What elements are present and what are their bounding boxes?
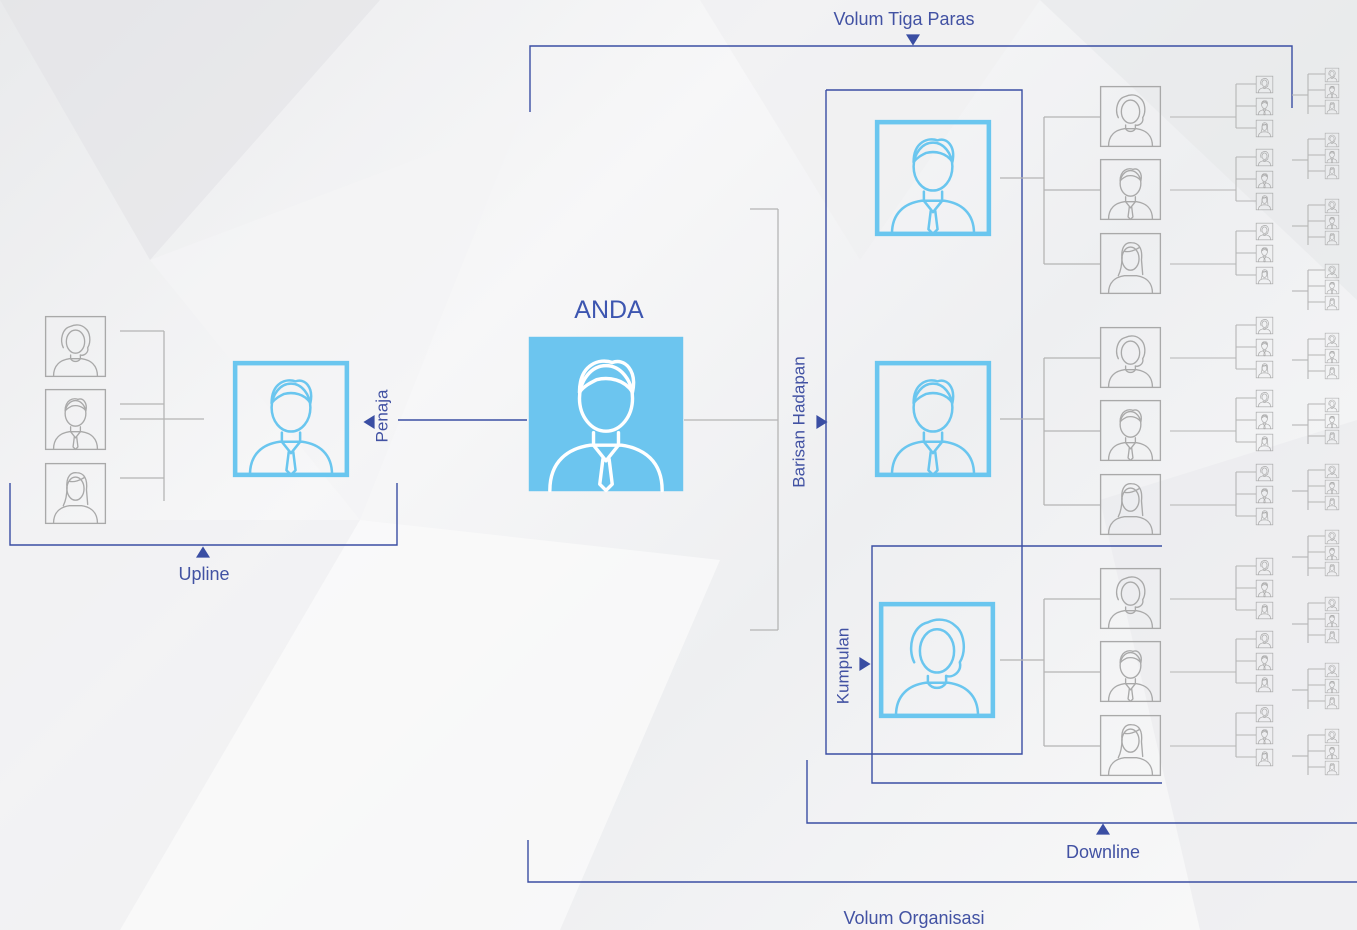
downline-female-curly-person-icon (1099, 326, 1162, 389)
level3-female-curly-person-icon (1255, 389, 1274, 408)
level4-male-person-icon (1324, 479, 1340, 495)
level4-female-curly-person-icon (1324, 728, 1340, 744)
level3-male-person-icon (1255, 485, 1274, 504)
downline-male-person-icon (1099, 640, 1162, 703)
level3-female-long-hair-person-icon (1255, 433, 1274, 452)
volum-organisasi-bracket (527, 840, 1357, 883)
upline-male-person-icon (44, 388, 107, 451)
level4-female-long-hair-person-icon (1324, 295, 1340, 311)
downline-male-person-icon (1099, 158, 1162, 221)
group-label: Kumpulan (833, 627, 853, 705)
level4-male-person-icon (1324, 83, 1340, 99)
sponsor-arrow (363, 415, 375, 429)
downline-label: Downline (1065, 842, 1141, 862)
level4-male-person-icon (1324, 148, 1340, 164)
level4-female-curly-person-icon (1324, 198, 1340, 214)
level3-female-long-hair-person-icon (1255, 192, 1274, 211)
level3-female-long-hair-person-icon (1255, 601, 1274, 620)
level4-male-person-icon (1324, 678, 1340, 694)
level3-male-person-icon (1255, 338, 1274, 357)
level4-female-curly-person-icon (1324, 463, 1340, 479)
level4-male-person-icon (1324, 612, 1340, 628)
level4-female-long-hair-person-icon (1324, 628, 1340, 644)
sponsor-male-person-icon (232, 360, 350, 478)
downline-female-long-hair-person-icon (1099, 714, 1162, 777)
frontline-arrow (816, 415, 828, 429)
level4-female-long-hair-person-icon (1324, 760, 1340, 776)
upline-female-long-hair-person-icon (44, 462, 107, 525)
level3-female-curly-person-icon (1255, 704, 1274, 723)
level4-female-long-hair-person-icon (1324, 694, 1340, 710)
upline-label: Upline (178, 564, 230, 584)
level4-female-curly-person-icon (1324, 397, 1340, 413)
you-label: ANDA (574, 296, 644, 324)
frontline-bracket (825, 89, 1023, 755)
volum-tiga-paras-arrow (906, 34, 920, 46)
level4-male-person-icon (1324, 214, 1340, 230)
level3-female-curly-person-icon (1255, 148, 1274, 167)
level3-female-curly-person-icon (1255, 557, 1274, 576)
level3-female-long-hair-person-icon (1255, 119, 1274, 138)
frontline-male-person-icon (874, 119, 992, 237)
downline-female-curly-person-icon (1099, 85, 1162, 148)
group-bracket (871, 545, 1162, 784)
level4-female-long-hair-person-icon (1324, 561, 1340, 577)
level3-male-person-icon (1255, 411, 1274, 430)
level3-female-long-hair-person-icon (1255, 266, 1274, 285)
level3-male-person-icon (1255, 579, 1274, 598)
level3-male-person-icon (1255, 652, 1274, 671)
level3-female-curly-person-icon (1255, 222, 1274, 241)
upline-bracket (9, 483, 398, 546)
volum-tiga-paras-bracket (529, 45, 1293, 112)
level4-female-curly-person-icon (1324, 332, 1340, 348)
level3-female-long-hair-person-icon (1255, 507, 1274, 526)
level4-female-curly-person-icon (1324, 529, 1340, 545)
frontline-male-person-icon (874, 360, 992, 478)
level3-female-long-hair-person-icon (1255, 360, 1274, 379)
downline-female-curly-person-icon (1099, 567, 1162, 630)
downline-male-person-icon (1099, 399, 1162, 462)
level4-female-long-hair-person-icon (1324, 164, 1340, 180)
volum-tiga-paras-label: Volum Tiga Paras (833, 9, 975, 29)
level4-female-curly-person-icon (1324, 596, 1340, 612)
level3-female-long-hair-person-icon (1255, 674, 1274, 693)
level3-male-person-icon (1255, 726, 1274, 745)
group-arrow (859, 657, 871, 671)
you-male-person-icon (528, 336, 684, 493)
sponsor-label: Penaja (372, 389, 392, 443)
frontline-label: Barisan Hadapan (789, 356, 809, 488)
downline-bracket (806, 760, 1357, 824)
level3-female-long-hair-person-icon (1255, 748, 1274, 767)
level4-female-curly-person-icon (1324, 263, 1340, 279)
frontline-female-curly-person-icon (878, 601, 996, 719)
level3-female-curly-person-icon (1255, 75, 1274, 94)
level4-male-person-icon (1324, 744, 1340, 760)
level3-female-curly-person-icon (1255, 630, 1274, 649)
level3-male-person-icon (1255, 244, 1274, 263)
upline-arrow (196, 546, 210, 558)
downline-arrow (1096, 823, 1110, 835)
level3-female-curly-person-icon (1255, 463, 1274, 482)
level4-male-person-icon (1324, 348, 1340, 364)
level4-female-curly-person-icon (1324, 67, 1340, 83)
level3-male-person-icon (1255, 170, 1274, 189)
level4-female-long-hair-person-icon (1324, 429, 1340, 445)
level4-male-person-icon (1324, 413, 1340, 429)
level4-female-long-hair-person-icon (1324, 99, 1340, 115)
upline-female-curly-person-icon (44, 315, 107, 378)
level4-female-long-hair-person-icon (1324, 364, 1340, 380)
level4-female-long-hair-person-icon (1324, 495, 1340, 511)
level4-male-person-icon (1324, 545, 1340, 561)
downline-female-long-hair-person-icon (1099, 232, 1162, 295)
level4-male-person-icon (1324, 279, 1340, 295)
level4-female-curly-person-icon (1324, 132, 1340, 148)
level3-male-person-icon (1255, 97, 1274, 116)
level3-female-curly-person-icon (1255, 316, 1274, 335)
level4-female-curly-person-icon (1324, 662, 1340, 678)
downline-female-long-hair-person-icon (1099, 473, 1162, 536)
volum-organisasi-label: Volum Organisasi (843, 908, 985, 928)
level4-female-long-hair-person-icon (1324, 230, 1340, 246)
